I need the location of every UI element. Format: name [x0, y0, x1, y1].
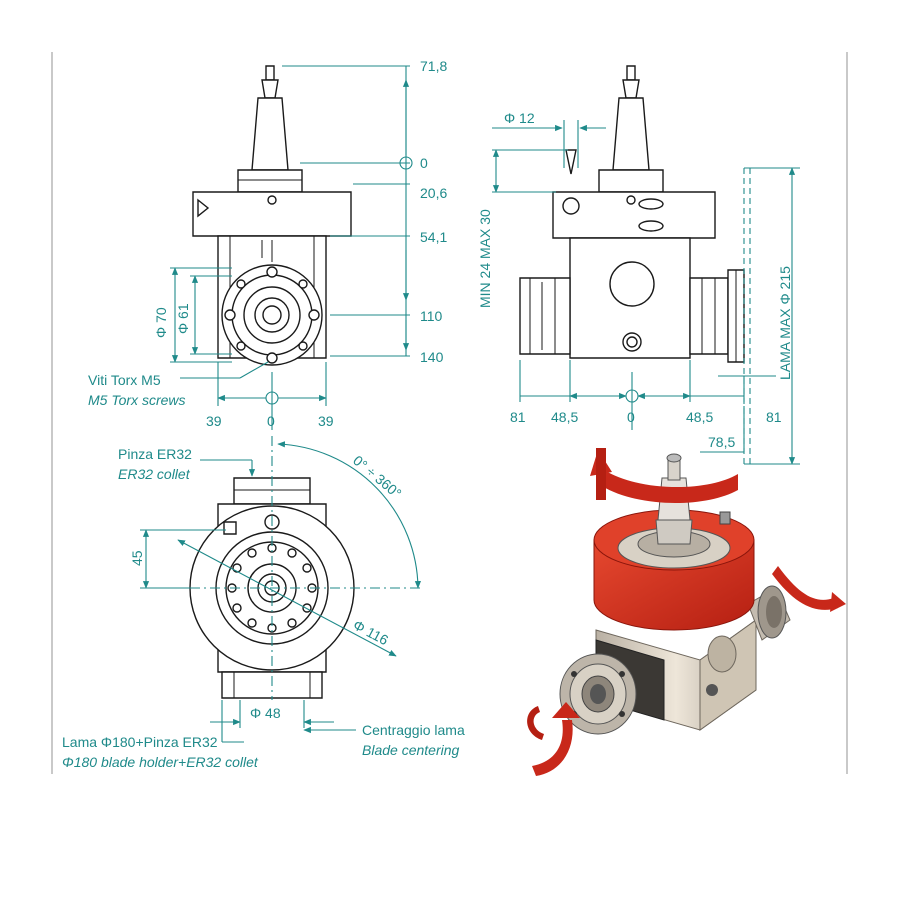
screw-callout: Viti Torx M5 M5 Torx screws	[88, 361, 269, 408]
phi-116: Φ 116	[351, 617, 392, 649]
min-max-label: MIN 24 MAX 30	[477, 209, 493, 308]
blade-centering-label: Centraggio lama	[362, 722, 465, 738]
front-dim-39-right: 39	[318, 413, 334, 429]
side-head-block	[552, 191, 716, 239]
side-dimensions: Φ 12 MIN 24 MAX 30 LAMA MAX Φ 215	[477, 110, 800, 465]
blade-centering-label-en: Blade centering	[362, 742, 460, 758]
height-dimensions: 71,8 0 20,6 54,1 110 140	[282, 58, 447, 365]
tool-taper	[251, 97, 289, 171]
front-bottom-dimensions: 39 0 39	[206, 362, 334, 430]
side-dim-48-5-left: 48,5	[551, 409, 578, 425]
lama-max-label: LAMA MAX Φ 215	[777, 266, 793, 380]
screw-label-en: M5 Torx screws	[88, 392, 186, 408]
height-110: 110	[420, 308, 443, 324]
collet-label: Pinza ER32	[118, 446, 192, 462]
blade-holder-label: Lama Φ180+Pinza ER32	[62, 734, 218, 750]
rotation-arrow-top	[602, 470, 738, 504]
diameter-dimensions: Φ 70 Φ 61	[153, 267, 232, 363]
side-dim-48-5-right: 48,5	[686, 409, 713, 425]
phi-48: Φ 48	[250, 705, 281, 721]
side-dim-81-left: 81	[510, 409, 526, 425]
height-20-6: 20,6	[420, 185, 447, 201]
side-dim-81-right: 81	[766, 409, 782, 425]
height-140: 140	[420, 349, 444, 365]
rotation-arrow-left	[532, 720, 573, 776]
side-dim-0: 0	[627, 409, 635, 425]
pull-stud	[265, 65, 275, 81]
front-dim-39-left: 39	[206, 413, 222, 429]
diameter-70: Φ 70	[153, 307, 169, 338]
right-spindle	[689, 277, 729, 355]
isometric-render	[527, 448, 846, 776]
right-frame-line	[846, 52, 848, 774]
rotation-label: 0° ÷ 360°	[350, 452, 405, 501]
offset-78-5: 78,5	[708, 434, 735, 450]
height-71-8: 71,8	[420, 58, 447, 74]
front-view	[192, 65, 352, 366]
side-view	[519, 65, 745, 363]
height-54-1: 54,1	[420, 229, 447, 245]
blade-holder-label-en: Φ180 blade holder+ER32 collet	[62, 754, 259, 770]
screw-label: Viti Torx M5	[88, 372, 161, 388]
collet-label-en: ER32 collet	[118, 466, 191, 482]
diameter-61: Φ 61	[175, 303, 191, 334]
left-spindle	[519, 277, 571, 355]
height-0: 0	[420, 155, 428, 171]
front-dim-0: 0	[267, 413, 275, 429]
left-frame-line	[51, 52, 53, 774]
height-45: 45	[129, 550, 145, 566]
phi-12: Φ 12	[504, 110, 535, 126]
